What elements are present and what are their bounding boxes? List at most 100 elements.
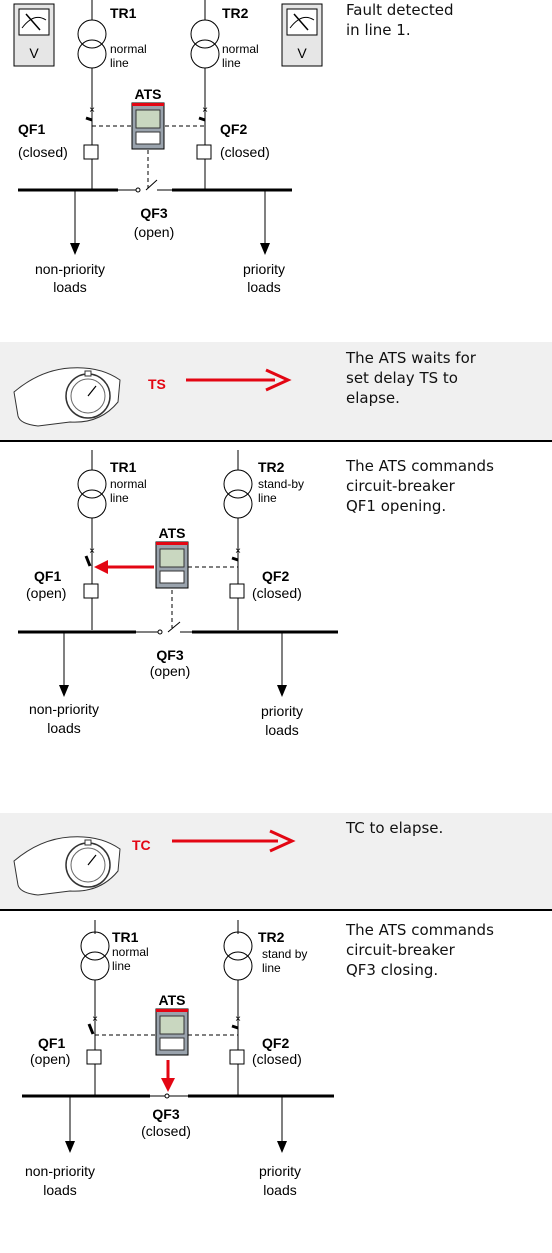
loads-left-label: non-priority [25, 1163, 95, 1179]
tr1-label: TR1 [110, 459, 137, 475]
transformer-tr2-icon [223, 450, 253, 519]
timer-label: TC [132, 837, 151, 853]
arrow-down-icon [59, 685, 69, 697]
tr2-desc: line [258, 491, 277, 505]
breaker-x-icon: × [202, 105, 208, 116]
qf1-open-contact [84, 555, 92, 567]
qf1-label: QF1 [38, 1035, 65, 1051]
step5-caption: The ATS commands circuit-breaker QF3 clo… [346, 920, 494, 980]
meter-label: V [297, 45, 307, 61]
breaker-x-icon: × [89, 105, 95, 116]
qf1-open-contact [87, 1023, 95, 1035]
transformer-tr2-icon [190, 0, 220, 69]
breaker-x-icon: × [235, 1014, 241, 1025]
meter-label: V [29, 45, 39, 61]
caption-line: in line 1. [346, 21, 411, 39]
timer-ts-graphic: TS [13, 367, 292, 427]
caption-line: Fault detected [346, 1, 454, 19]
breaker-x-icon: × [92, 1014, 98, 1025]
tr1-desc: normal [112, 945, 149, 959]
caption-line: QF1 opening. [346, 497, 447, 515]
tr1-label: TR1 [110, 5, 137, 21]
qf3-state: (open) [150, 663, 190, 679]
qf3-switch-open-icon [136, 621, 192, 635]
caption-line: The ATS waits for [346, 349, 476, 367]
divider [0, 440, 552, 442]
voltmeter-right-icon: V [281, 3, 323, 67]
ats-label: ATS [159, 525, 186, 541]
qf2-label: QF2 [262, 568, 289, 584]
tr2-desc: normal [222, 42, 259, 56]
breaker-x-icon: × [89, 546, 95, 557]
caption-line: The ATS commands [346, 457, 494, 475]
timer-tc-graphic: TC [13, 829, 296, 896]
caption-line: set delay TS to [346, 369, 458, 387]
qf1-relay-icon [83, 583, 99, 599]
qf3-label: QF3 [140, 205, 167, 221]
loads-right-label: priority [259, 1163, 301, 1179]
loads-left-label: loads [53, 279, 86, 295]
arrow-down-icon [260, 243, 270, 255]
tr2-label: TR2 [258, 929, 285, 945]
arrow-down-icon [277, 685, 287, 697]
arrow-left-icon [94, 560, 108, 574]
tr1-desc: line [112, 959, 131, 973]
breaker-x-icon: × [235, 546, 241, 557]
transformer-tr1-icon [77, 0, 107, 69]
tr1-desc: line [110, 491, 129, 505]
qf1-state: (open) [30, 1051, 70, 1067]
qf1-relay-icon [86, 1049, 102, 1065]
ats-device-icon [131, 102, 165, 150]
tr2-desc: line [222, 56, 241, 70]
ats-device-icon [155, 1008, 189, 1056]
tr1-desc: normal [110, 477, 147, 491]
transformer-tr1-icon [80, 920, 110, 981]
step4-caption: TC to elapse. [346, 818, 443, 838]
qf1-state: (open) [26, 585, 66, 601]
qf1-state: (closed) [18, 144, 68, 160]
voltmeter-left-icon: V [13, 3, 55, 67]
qf2-label: QF2 [262, 1035, 289, 1051]
loads-left-label: loads [47, 720, 80, 736]
qf2-state: (closed) [252, 1051, 302, 1067]
caption-line: circuit-breaker [346, 477, 455, 495]
qf1-label: QF1 [34, 568, 61, 584]
arrow-down-icon [277, 1141, 287, 1153]
step1-diagram: V V TR1 normal line TR2 normal line × × … [13, 0, 323, 295]
ats-label: ATS [135, 86, 162, 102]
arrow-right-head-icon [265, 368, 292, 392]
tr2-label: TR2 [258, 459, 285, 475]
caption-line: The ATS commands [346, 921, 494, 939]
qf1-relay-icon [83, 144, 99, 160]
ats-device-icon [155, 541, 189, 589]
stopwatch-hand-icon [13, 367, 121, 427]
qf3-switch-open-icon [118, 179, 172, 193]
tr1-desc: normal [110, 42, 147, 56]
step5-diagram: TR1 normal line TR2 stand by line × × AT… [22, 920, 334, 1198]
timer-label: TS [148, 376, 166, 392]
step1-caption: Fault detected in line 1. [346, 0, 454, 40]
qf2-relay-icon [196, 144, 212, 160]
loads-left-label: non-priority [29, 701, 99, 717]
arrow-down-icon [70, 243, 80, 255]
qf3-label: QF3 [156, 647, 183, 663]
qf2-relay-icon [229, 583, 245, 599]
tr2-desc: line [262, 961, 281, 975]
qf3-switch-closed-icon [150, 1093, 188, 1099]
arrow-right-head-icon [269, 829, 296, 853]
divider [0, 909, 552, 911]
transformer-tr1-icon [77, 450, 107, 519]
qf3-label: QF3 [152, 1106, 179, 1122]
step3-caption: The ATS commands circuit-breaker QF1 ope… [346, 456, 494, 516]
qf3-state: (open) [134, 224, 174, 240]
qf2-relay-icon [229, 1049, 245, 1065]
qf2-label: QF2 [220, 121, 247, 137]
ats-label: ATS [159, 992, 186, 1008]
qf2-state: (closed) [252, 585, 302, 601]
loads-left-label: loads [43, 1182, 76, 1198]
qf3-state: (closed) [141, 1123, 191, 1139]
caption-line: circuit-breaker [346, 941, 455, 959]
loads-right-label: loads [265, 722, 298, 738]
caption-line: QF3 closing. [346, 961, 439, 979]
step3-diagram: TR1 normal line TR2 stand-by line × × AT… [18, 450, 338, 738]
